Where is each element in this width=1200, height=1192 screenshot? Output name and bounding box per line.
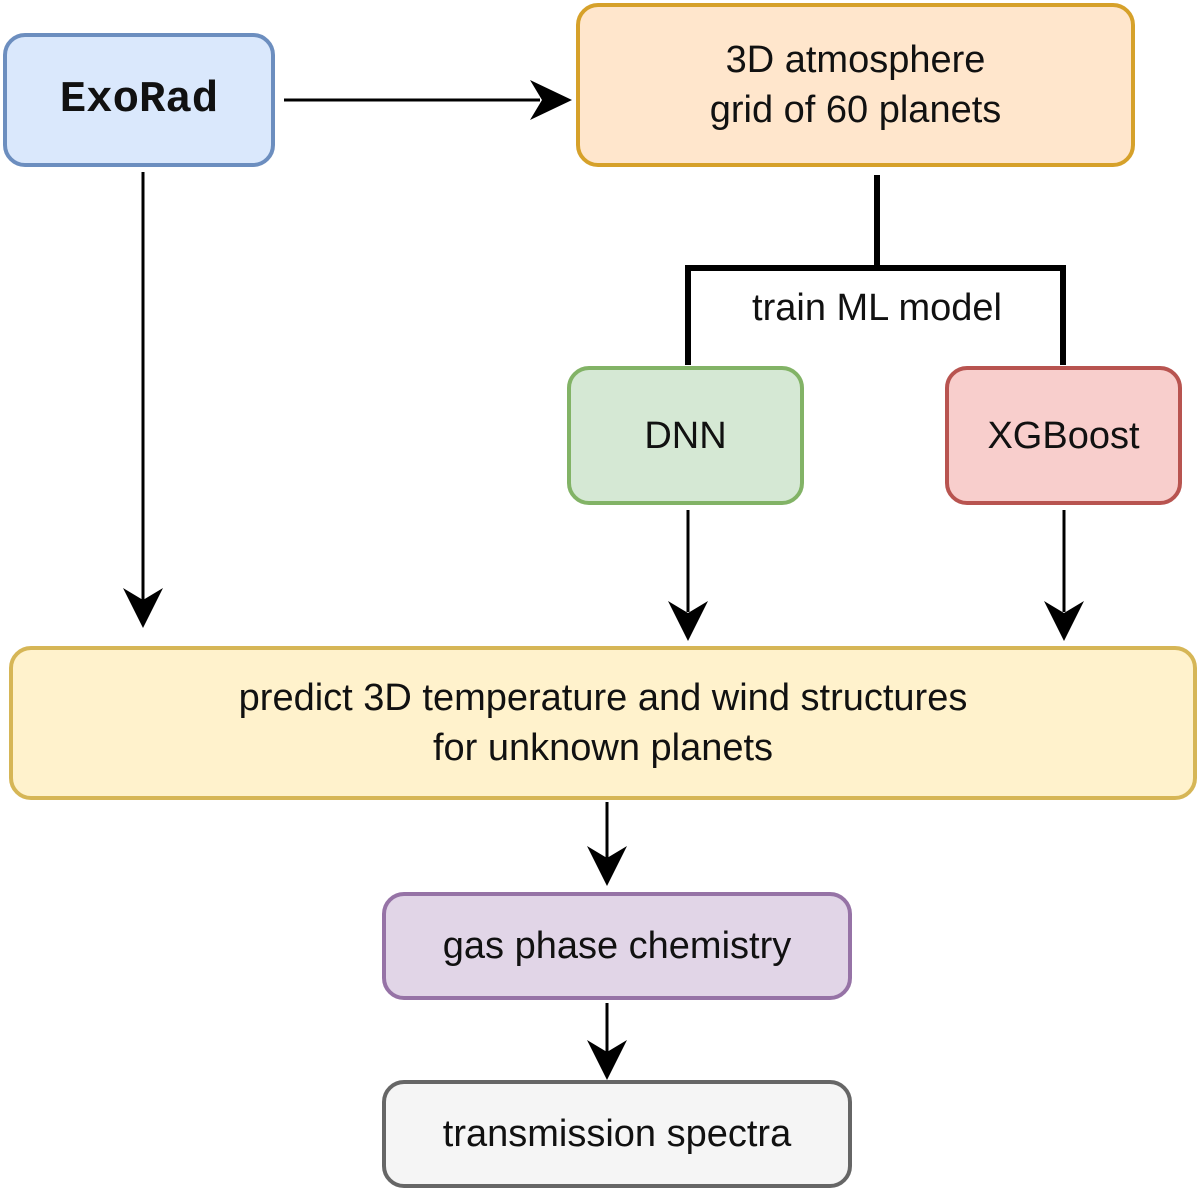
predict-line1: predict 3D temperature and wind structur… (238, 677, 968, 719)
train-ml-model-label: train ML model (712, 284, 1042, 332)
edge-xgboost-to-predict (1044, 510, 1084, 641)
exorad-node: ExoRad (3, 33, 275, 167)
transmission-spectra-node: transmission spectra (382, 1080, 852, 1188)
atmosphere-grid-node: 3D atmosphere grid of 60 planets (576, 3, 1135, 167)
gas-phase-chemistry-label: gas phase chemistry (442, 925, 792, 967)
dnn-node: DNN (567, 366, 804, 505)
predict-line2: for unknown planets (432, 727, 774, 769)
xgboost-label: XGBoost (987, 414, 1140, 457)
atmosphere-grid-line2: grid of 60 planets (709, 89, 1002, 131)
edge-predict-to-chemistry (587, 802, 627, 886)
edge-exorad-to-predict (123, 172, 163, 628)
gas-phase-chemistry-node: gas phase chemistry (382, 892, 852, 1000)
dnn-label: DNN (644, 414, 727, 457)
exorad-label: ExoRad (59, 75, 219, 125)
xgboost-node: XGBoost (945, 366, 1182, 505)
edge-chemistry-to-spectra (587, 1003, 627, 1080)
edge-exorad-to-grid (284, 80, 572, 120)
atmosphere-grid-line1: 3D atmosphere (725, 39, 986, 81)
transmission-spectra-label: transmission spectra (442, 1113, 792, 1155)
edge-dnn-to-predict (668, 510, 708, 641)
predict-node: predict 3D temperature and wind structur… (9, 646, 1197, 800)
edge-grid-to-models (685, 175, 1066, 365)
